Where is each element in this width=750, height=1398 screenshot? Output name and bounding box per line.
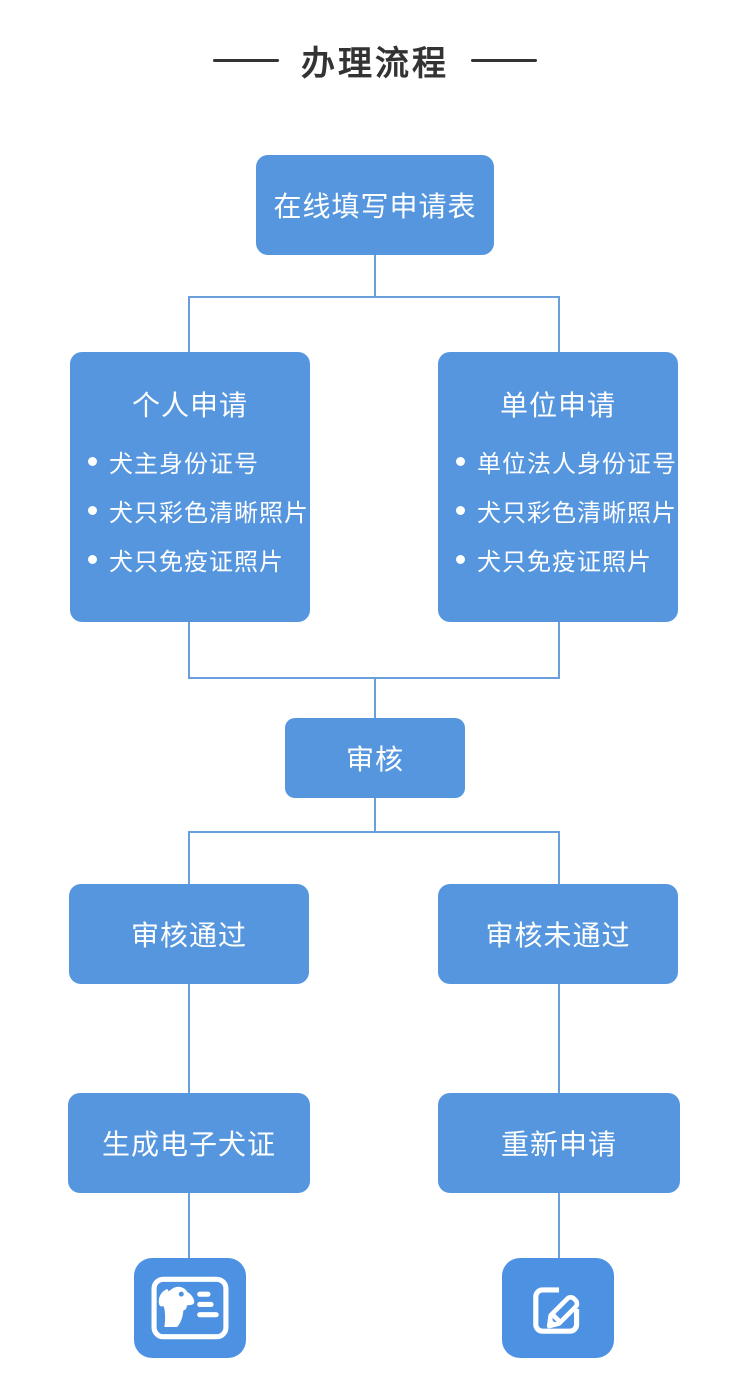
flow-node-pass-label: 审核通过 <box>130 920 247 951</box>
connector-outcome-split <box>188 831 560 833</box>
flow-node-start: 在线填写申请表 <box>256 155 494 255</box>
connector-fail-down <box>558 984 560 1093</box>
list-item: 犬主身份证号 <box>88 444 310 479</box>
title-dash-right <box>471 58 537 62</box>
list-item-label: 犬只免疫证照片 <box>109 549 284 576</box>
flow-node-generate-license-label: 生成电子犬证 <box>101 1129 276 1160</box>
list-item: 单位法人身份证号 <box>456 444 678 479</box>
bullet-dot <box>456 506 465 515</box>
connector-to-organization <box>558 298 560 352</box>
organization-title: 单位申请 <box>499 390 616 421</box>
list-item-label: 单位法人身份证号 <box>477 451 677 478</box>
list-item-label: 犬只彩色清晰照片 <box>477 500 677 527</box>
connector-review-down <box>374 798 376 832</box>
list-item: 犬只免疫证照片 <box>456 542 678 577</box>
connector-to-personal <box>188 298 190 352</box>
page-title-row: 办理流程 <box>0 38 750 83</box>
connector-to-license-icon <box>188 1193 190 1258</box>
list-item: 犬只免疫证照片 <box>88 542 310 577</box>
flow-node-reapply: 重新申请 <box>438 1093 680 1193</box>
flow-node-personal: 个人申请 犬主身份证号 犬只彩色清晰照片 犬只免疫证照片 <box>70 352 310 622</box>
list-item-label: 犬只彩色清晰照片 <box>109 500 309 527</box>
bullet-dot <box>88 555 97 564</box>
flow-node-review: 审核 <box>285 718 465 798</box>
connector-to-review <box>374 679 376 718</box>
list-item-label: 犬只免疫证照片 <box>477 549 652 576</box>
flow-node-review-label: 审核 <box>345 744 404 775</box>
personal-title: 个人申请 <box>131 390 248 421</box>
bullet-dot <box>88 506 97 515</box>
dog-license-card-icon <box>151 1276 229 1340</box>
connector-merge-bottom <box>188 677 560 679</box>
flow-node-pass: 审核通过 <box>69 884 309 984</box>
connector-organization-down <box>558 622 560 678</box>
page-title: 办理流程 <box>301 44 449 83</box>
title-dash-left <box>213 58 279 62</box>
connector-split-top <box>188 296 560 298</box>
list-item-label: 犬主身份证号 <box>109 451 259 478</box>
reapply-edit-icon-tile <box>502 1258 614 1358</box>
organization-requirements-list: 单位法人身份证号 犬只彩色清晰照片 犬只免疫证照片 <box>438 444 678 577</box>
dog-license-icon-tile <box>134 1258 246 1358</box>
bullet-dot <box>456 457 465 466</box>
connector-start-down <box>374 255 376 298</box>
connector-personal-down <box>188 622 190 678</box>
flow-node-start-label: 在线填写申请表 <box>273 191 477 222</box>
flow-node-fail-label: 审核未通过 <box>485 920 631 951</box>
flow-node-reapply-label: 重新申请 <box>500 1129 617 1160</box>
connector-pass-down <box>188 984 190 1093</box>
flow-node-fail: 审核未通过 <box>438 884 678 984</box>
bullet-dot <box>88 457 97 466</box>
connector-to-pass <box>188 833 190 884</box>
edit-pencil-icon <box>533 1287 580 1334</box>
bullet-dot <box>456 555 465 564</box>
list-item: 犬只彩色清晰照片 <box>88 493 310 528</box>
flow-node-generate-license: 生成电子犬证 <box>68 1093 310 1193</box>
list-item: 犬只彩色清晰照片 <box>456 493 678 528</box>
connector-to-fail <box>558 833 560 884</box>
personal-requirements-list: 犬主身份证号 犬只彩色清晰照片 犬只免疫证照片 <box>70 444 310 577</box>
connector-to-reapply-icon <box>558 1193 560 1258</box>
flow-node-organization: 单位申请 单位法人身份证号 犬只彩色清晰照片 犬只免疫证照片 <box>438 352 678 622</box>
